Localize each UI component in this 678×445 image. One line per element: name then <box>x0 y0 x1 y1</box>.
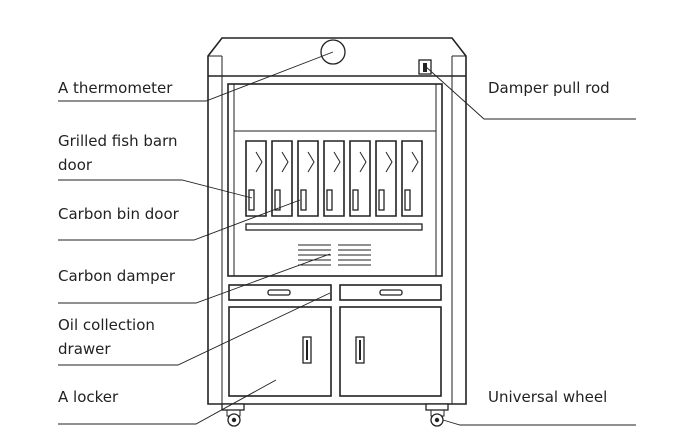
label-fish-door-line2: door <box>58 156 93 174</box>
oil-drawer-right-handle <box>379 289 403 296</box>
wheel-bracket <box>221 403 245 411</box>
label-carbon-damper: Carbon damper <box>58 267 176 285</box>
oil-drawer-left <box>228 284 332 301</box>
label-locker: A locker <box>58 388 119 406</box>
oil-drawer-right <box>339 284 442 301</box>
carbon-bin-door-bar <box>245 223 423 231</box>
locker-door-left <box>228 306 332 397</box>
oil-collection-drawers <box>228 284 442 301</box>
grill-compartment <box>227 83 443 277</box>
fish-door <box>245 140 267 217</box>
leader-universal-wheel <box>442 419 636 426</box>
damper-pull-rod-knob <box>423 63 427 72</box>
leader-locker <box>58 379 277 425</box>
label-thermometer: A thermometer <box>58 79 173 97</box>
leader-oil-drawer <box>58 292 331 366</box>
universal-wheel-right <box>425 403 449 427</box>
universal-wheel-left <box>221 403 245 427</box>
leader-carbon-bin-door <box>58 199 301 241</box>
label-fish-door-line1: Grilled fish barn <box>58 132 177 150</box>
leader-thermometer <box>58 51 334 102</box>
locker-door-right <box>339 306 442 397</box>
leader-damper-pull-rod <box>424 65 636 120</box>
fish-door <box>401 140 423 217</box>
label-oil-drawer-line2: drawer <box>58 340 111 358</box>
fish-door <box>349 140 371 217</box>
fish-door <box>375 140 397 217</box>
cabinet-body <box>207 37 467 405</box>
leader-fish-door <box>58 179 253 199</box>
oil-drawer-left-handle <box>267 289 291 296</box>
label-universal-wheel: Universal wheel <box>488 388 607 406</box>
callout-labels: A thermometer Grilled fish barn door Car… <box>58 79 610 406</box>
locker <box>228 306 442 397</box>
fish-door <box>297 140 319 217</box>
label-carbon-bin-door: Carbon bin door <box>58 205 180 223</box>
cabinet-outer-frame <box>207 37 467 405</box>
leader-carbon-damper <box>58 253 331 304</box>
fish-doors <box>245 140 423 217</box>
damper-grille-left <box>298 244 331 266</box>
carbon-damper-grilles <box>298 244 371 266</box>
fish-door <box>323 140 345 217</box>
wheel-bracket <box>425 403 449 411</box>
leader-lines <box>58 51 636 426</box>
label-oil-drawer-line1: Oil collection <box>58 316 155 334</box>
fish-door <box>271 140 293 217</box>
damper-grille-right <box>338 244 371 266</box>
label-damper-pull-rod: Damper pull rod <box>488 79 610 97</box>
